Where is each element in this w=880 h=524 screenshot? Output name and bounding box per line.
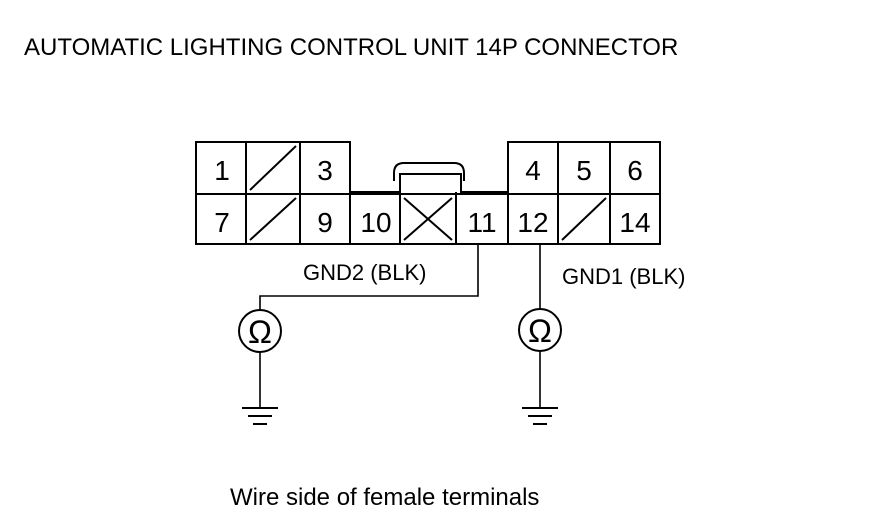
terminal-3: 3 [317,155,333,186]
terminal-5: 5 [576,155,592,186]
terminal-1: 1 [214,155,230,186]
terminal-7: 7 [214,207,230,238]
terminal-9: 9 [317,207,333,238]
terminal-4: 4 [525,155,541,186]
gnd2-wire [238,244,479,425]
terminal-14: 14 [619,207,650,238]
terminal-11: 11 [467,207,496,238]
unused-cavity-2 [249,145,297,191]
diagram-title: AUTOMATIC LIGHTING CONTROL UNIT 14P CONN… [24,34,678,61]
terminal-10: 10 [360,207,391,238]
gnd2-label: GND2 (BLK) [303,260,426,285]
unused-cavity-8 [249,197,297,241]
gnd1-meter-symbol: Ω [528,313,552,349]
gnd1-wire [518,244,562,425]
gnd2-meter-symbol: Ω [248,314,272,350]
terminal-12: 12 [517,207,548,238]
gnd1-label: GND1 (BLK) [562,264,685,289]
unused-cavity-13 [561,197,607,241]
terminal-6: 6 [627,155,643,186]
terminal-labels: 1 3 4 5 6 7 9 10 11 12 14 [214,155,650,238]
connector-body [195,141,661,245]
diagram-caption: Wire side of female terminals [230,484,539,511]
